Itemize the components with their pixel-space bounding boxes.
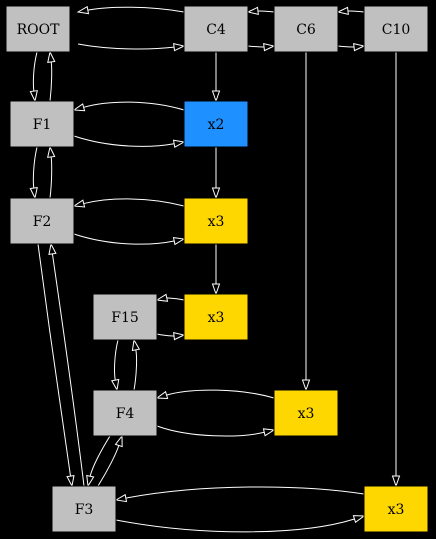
edge-arrowhead-f2-to-f1 — [47, 145, 56, 158]
edge-arrowhead-c4-to-x2 — [211, 90, 221, 103]
node-label-f1: F1 — [33, 117, 52, 133]
node-box-c6 — [273, 5, 339, 53]
edge-arrowhead-x3a-to-f2 — [72, 199, 86, 208]
edge-f1-to-x2 — [73, 135, 175, 147]
node-box-x3a — [183, 197, 249, 245]
node-box-c4 — [183, 5, 249, 53]
edge-f3-to-f2 — [51, 253, 85, 487]
node-box-root — [5, 5, 71, 53]
node-label-c6: C6 — [296, 22, 316, 38]
node-label-x3a: x3 — [208, 214, 225, 230]
edge-arrowhead-f15-to-x3b — [173, 331, 186, 341]
edge-arrowhead-f3-to-f2 — [48, 242, 57, 255]
edge-f1-to-root — [49, 61, 53, 102]
node-c10: C10 — [363, 5, 429, 53]
edge-arrowhead-f4-to-f3 — [86, 474, 95, 488]
node-c4: C4 — [183, 5, 249, 53]
node-f3: F3 — [51, 485, 117, 533]
node-root: ROOT — [5, 5, 71, 53]
node-box-x2 — [183, 100, 249, 148]
edge-f15-to-f4 — [114, 339, 119, 381]
node-box-f4 — [92, 389, 158, 437]
node-x3a: x3 — [183, 197, 249, 245]
edge-f4-to-f15 — [133, 349, 138, 391]
node-box-f2 — [9, 197, 75, 245]
edge-arrowhead-f3-to-x3d — [352, 515, 366, 524]
edge-arrowhead-f2-to-f3 — [66, 474, 75, 488]
edge-arrowhead-f4-to-x3c — [262, 428, 276, 437]
edge-arrowhead-f1-to-x2 — [172, 139, 186, 148]
edge-arrowhead-f1-to-f2 — [29, 187, 38, 200]
edge-arrowhead-c10-to-x3d — [391, 475, 401, 488]
edge-arrowhead-x2-to-f1 — [72, 103, 86, 112]
edge-arrowhead-x3a-to-x3b — [211, 283, 221, 296]
edge-root-to-f1 — [32, 51, 38, 92]
node-label-f2: F2 — [33, 214, 52, 230]
node-box-x3c — [273, 389, 339, 437]
node-label-root: ROOT — [17, 22, 60, 38]
node-box-x3b — [183, 293, 249, 341]
node-label-x3d: x3 — [388, 502, 405, 518]
node-f4: F4 — [92, 389, 158, 437]
node-f15: F15 — [92, 293, 158, 341]
edge-arrowhead-f3-to-f4 — [114, 434, 123, 448]
edge-f4-to-f3 — [89, 435, 111, 477]
node-x3c: x3 — [273, 389, 339, 437]
edge-arrowhead-x3c-to-f4 — [155, 390, 169, 399]
edge-f3-to-f4 — [97, 445, 120, 487]
node-label-f3: F3 — [75, 502, 94, 518]
edge-x3c-to-f4 — [166, 389, 275, 399]
edge-arrowhead-x3b-to-f15 — [155, 293, 169, 302]
node-box-f1 — [9, 100, 75, 148]
edge-arrowhead-c4-to-c6 — [263, 42, 276, 52]
edge-x3d-to-f3 — [125, 486, 365, 499]
edge-arrowhead-f2-to-x3a — [172, 236, 186, 246]
edge-f2-to-f3 — [37, 243, 71, 477]
edge-arrowhead-f15-to-f4 — [111, 378, 120, 392]
node-x3d: x3 — [363, 485, 429, 533]
edge-f4-to-x3c — [156, 425, 265, 437]
edge-x2-to-f1 — [83, 101, 185, 111]
edge-layer — [29, 5, 401, 533]
node-label-x2: x2 — [208, 117, 225, 133]
edge-arrowhead-c6-to-x3c — [301, 379, 311, 392]
node-label-f4: F4 — [116, 406, 135, 422]
node-label-x3b: x3 — [208, 310, 225, 326]
node-label-f15: F15 — [111, 310, 139, 326]
edge-arrowhead-root-to-c4 — [173, 43, 186, 52]
node-label-c4: C4 — [206, 22, 226, 38]
edge-f1-to-f2 — [32, 146, 38, 189]
edge-f3-to-x3d — [115, 518, 355, 533]
edge-arrowhead-c6-to-c4 — [246, 6, 259, 16]
edge-arrowhead-x2-to-x3a — [211, 187, 221, 200]
edge-arrowhead-c6-to-c10 — [353, 42, 366, 52]
edge-arrowhead-root-to-f1 — [29, 90, 38, 103]
node-box-f15 — [92, 293, 158, 341]
node-x3b: x3 — [183, 293, 249, 341]
node-label-x3c: x3 — [298, 406, 315, 422]
node-c6: C6 — [273, 5, 339, 53]
node-label-c10: C10 — [382, 22, 411, 38]
edge-f2-to-x3a — [73, 233, 175, 245]
node-box-c10 — [363, 5, 429, 53]
edge-root-to-c4 — [77, 43, 175, 50]
node-x2: x2 — [183, 100, 249, 148]
edge-arrowhead-c10-to-c6 — [336, 6, 349, 16]
node-box-f3 — [51, 485, 117, 533]
node-f1: F1 — [9, 100, 75, 148]
edge-arrowhead-f1-to-root — [47, 50, 56, 63]
node-f2: F2 — [9, 197, 75, 245]
edge-f2-to-f1 — [49, 156, 53, 199]
edge-arrowhead-c4-to-root — [76, 5, 90, 15]
edge-c4-to-root — [87, 6, 185, 13]
edge-arrowhead-f4-to-f15 — [131, 338, 141, 352]
node-box-x3d — [363, 485, 429, 533]
edge-arrowhead-x3d-to-f3 — [114, 493, 128, 503]
edge-x3a-to-f2 — [83, 198, 185, 207]
